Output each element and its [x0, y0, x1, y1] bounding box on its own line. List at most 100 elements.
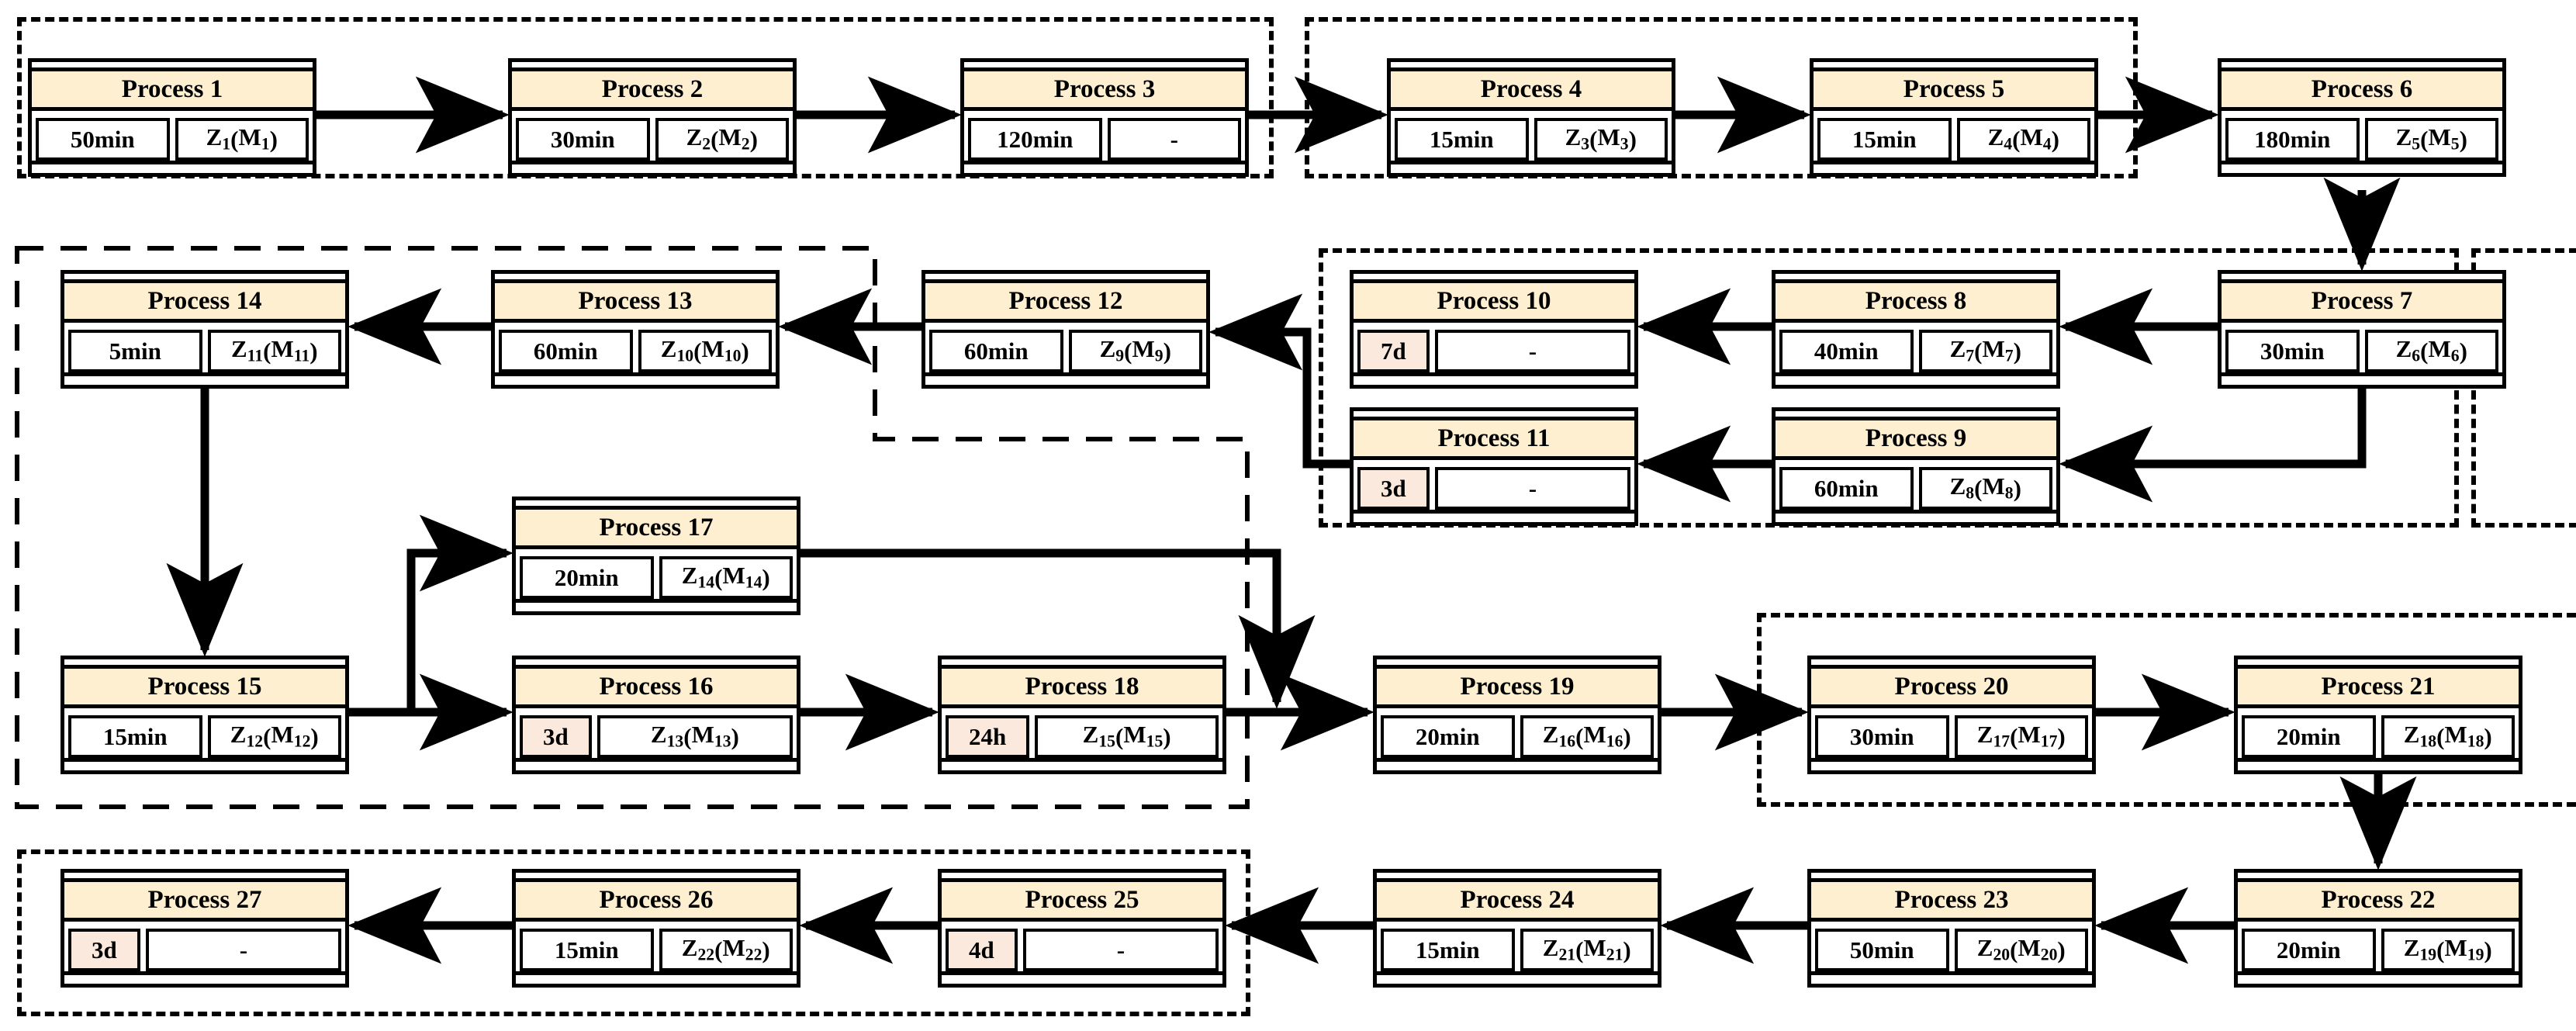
- node-divider: [64, 922, 345, 929]
- machine-cell: Z5(M5): [2364, 118, 2498, 161]
- node-divider: [64, 323, 345, 330]
- process-title: Process 11: [1354, 417, 1634, 460]
- node-divider: [2238, 922, 2519, 929]
- node-bottom-strip: [2238, 758, 2519, 770]
- node-top-strip: [64, 274, 345, 279]
- node-bottom-strip: [1814, 161, 2094, 173]
- edge-p17-p19: [800, 548, 1316, 709]
- duration-cell: 30min: [516, 118, 650, 161]
- duration-cell: 60min: [1779, 467, 1914, 510]
- machine-cell: Z11(M11): [207, 330, 341, 372]
- machine-cell: Z12(M12): [207, 715, 341, 758]
- node-divider: [516, 549, 797, 556]
- duration-cell: 30min: [1815, 715, 1949, 758]
- node-top-strip: [64, 659, 345, 665]
- process-title: Process 8: [1776, 279, 2056, 323]
- duration-cell: 3d: [520, 715, 592, 758]
- process-title: Process 27: [64, 878, 345, 922]
- duration-cell: 20min: [520, 556, 654, 599]
- node-divider: [964, 111, 1245, 118]
- duration-cell: 4d: [946, 929, 1018, 971]
- node-top-strip: [495, 274, 776, 279]
- node-top-strip: [516, 500, 797, 506]
- node-bottom-strip: [964, 161, 1245, 173]
- process-title: Process 5: [1814, 67, 2094, 111]
- machine-cell: Z4(M4): [1956, 118, 2090, 161]
- arrow-group: [166, 76, 2417, 964]
- node-top-strip: [1811, 873, 2092, 878]
- node-top-strip: [2222, 62, 2502, 67]
- duration-cell: 15min: [68, 715, 202, 758]
- machine-cell: Z3(M3): [1533, 118, 1668, 161]
- node-divider: [2238, 708, 2519, 715]
- machine-cell: Z6(M6): [2364, 330, 2498, 372]
- node-divider: [1354, 323, 1634, 330]
- node-divider: [1377, 922, 1658, 929]
- node-divider: [1811, 922, 2092, 929]
- process-title: Process 7: [2222, 279, 2502, 323]
- node-bottom-strip: [2222, 372, 2502, 385]
- machine-cell: Z8(M8): [1918, 467, 2052, 510]
- node-top-strip: [964, 62, 1245, 67]
- node-divider: [1776, 460, 2056, 467]
- node-top-strip: [516, 873, 797, 878]
- duration-cell: 15min: [1817, 118, 1952, 161]
- node-bottom-strip: [64, 971, 345, 984]
- duration-cell: 7d: [1357, 330, 1430, 372]
- node-top-strip: [925, 274, 1206, 279]
- node-divider: [512, 111, 793, 118]
- duration-cell: 15min: [520, 929, 654, 971]
- duration-cell: 60min: [929, 330, 1063, 372]
- process-title: Process 9: [1776, 417, 2056, 460]
- process-title: Process 14: [64, 279, 345, 323]
- process-title: Process 12: [925, 279, 1206, 323]
- node-top-strip: [2238, 659, 2519, 665]
- node-top-strip: [1814, 62, 2094, 67]
- node-bottom-strip: [1776, 372, 2056, 385]
- machine-cell: Z22(M22): [659, 929, 793, 971]
- node-divider: [925, 323, 1206, 330]
- machine-cell: -: [1434, 330, 1630, 372]
- machine-cell: -: [1434, 467, 1630, 510]
- node-divider: [1354, 460, 1634, 467]
- machine-cell: Z14(M14): [659, 556, 793, 599]
- duration-cell: 5min: [68, 330, 202, 372]
- machine-cell: Z20(M20): [1954, 929, 2088, 971]
- process-title: Process 24: [1377, 878, 1658, 922]
- process-title: Process 15: [64, 665, 345, 708]
